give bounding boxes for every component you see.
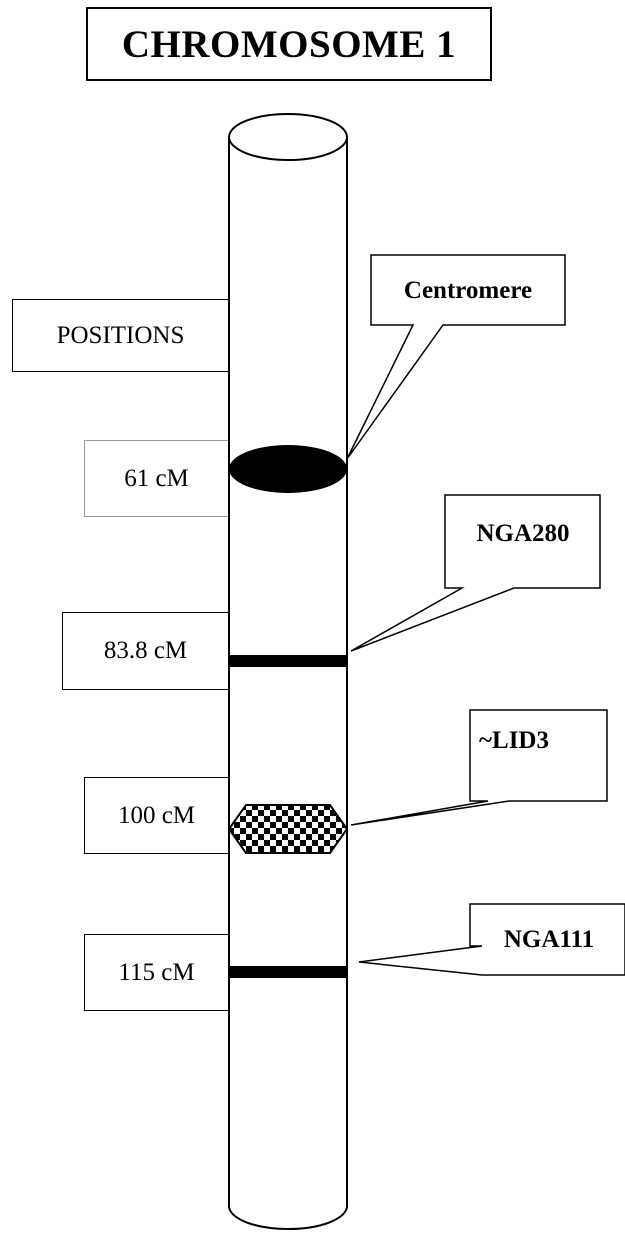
nga111-callout: NGA111 bbox=[359, 904, 625, 975]
chromosome-body bbox=[229, 137, 347, 1229]
centromere-marker bbox=[229, 445, 347, 493]
lid3-marker bbox=[229, 805, 347, 853]
nga111-band bbox=[229, 966, 347, 978]
lid3-callout: ~LID3 bbox=[351, 710, 607, 825]
centromere-label: Centromere bbox=[404, 277, 532, 304]
lid3-label: ~LID3 bbox=[479, 727, 549, 754]
nga280-band bbox=[229, 655, 347, 667]
centromere-callout: Centromere bbox=[347, 255, 565, 459]
nga280-label: NGA280 bbox=[476, 520, 569, 547]
nga111-label: NGA111 bbox=[504, 926, 594, 953]
chromosome-top-cap bbox=[229, 114, 347, 160]
nga280-callout: NGA280 bbox=[351, 495, 600, 651]
